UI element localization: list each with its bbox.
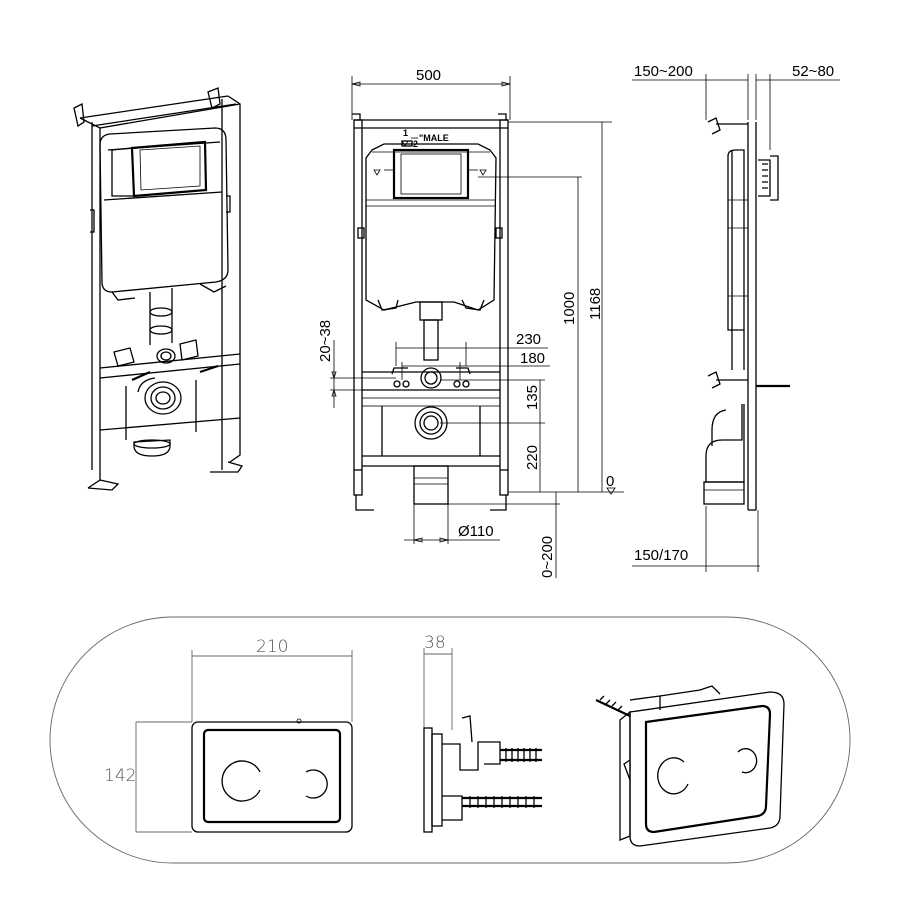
front-view-dimensions: 500 1168 1000 0 230 180 20~38 <box>317 67 624 578</box>
dim-bracket-230: 230 <box>516 331 541 348</box>
flush-plate-panel: 210 142 38 <box>49 616 851 864</box>
dim-range-20-38: 20~38 <box>317 320 334 362</box>
inlet-fraction-bottom: 2 <box>413 139 418 149</box>
dim-total-height: 1168 <box>587 288 604 320</box>
side-view-dimensions: 150~200 52~80 150/170 <box>632 63 840 572</box>
inlet-male-label: "MALE <box>419 133 449 143</box>
dim-cistern-height: 1000 <box>561 292 578 325</box>
dim-plate-depth: 38 <box>424 633 446 653</box>
dim-range-0-200: 0~200 <box>539 536 556 578</box>
dim-plate-width: 210 <box>256 637 288 657</box>
dim-bracket-180: 180 <box>520 350 545 367</box>
front-view: 1 2 "MALE <box>352 113 509 511</box>
isometric-frame-view <box>73 87 244 491</box>
dim-pipe-diameter: Ø110 <box>458 523 494 540</box>
dim-side-button-range: 52~80 <box>792 63 834 80</box>
dim-side-depth-range: 150~200 <box>634 63 693 80</box>
dim-front-width: 500 <box>416 67 441 84</box>
side-view <box>703 117 790 511</box>
dim-height-220: 220 <box>524 445 541 470</box>
dim-side-bottom-depth: 150/170 <box>634 547 688 564</box>
dim-zero-level: 0 <box>606 473 614 490</box>
dim-height-135: 135 <box>524 385 541 410</box>
inlet-fraction-top: 1 <box>403 128 408 138</box>
dim-plate-height: 142 <box>104 766 136 786</box>
